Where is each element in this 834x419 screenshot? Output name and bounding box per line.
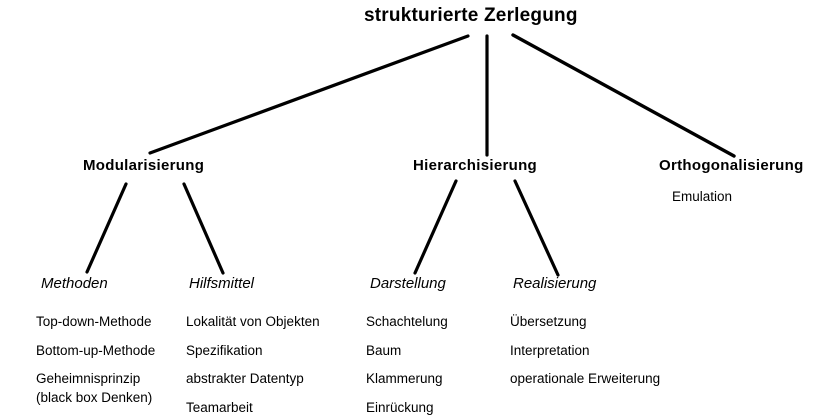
node-orthogonalisierung: Orthogonalisierung (659, 157, 804, 174)
node-darstellung: Darstellung (370, 275, 446, 292)
list-item: Schachtelung (366, 314, 448, 329)
list-item: abstrakter Datentyp (186, 371, 304, 386)
node-realisierung: Realisierung (513, 275, 597, 292)
list-item: Einrückung (366, 399, 434, 415)
connector-modularisierung-to-hilfsmittel (182, 182, 225, 275)
list-item: Übersetzung (510, 314, 587, 329)
leaf-column-darstellung: Schachtelung Baum Klammerung Einrückung (366, 315, 448, 419)
list-item: (black box Denken) (36, 389, 153, 405)
node-emulation: Emulation (672, 189, 733, 204)
connector-root-to-orthogonalisierung (511, 33, 736, 158)
leaf-column-methoden: Top-down-Methode Bottom-up-Methode Gehei… (36, 315, 155, 419)
connector-modularisierung-to-methoden (85, 182, 128, 274)
list-item: Teamarbeit (186, 399, 253, 415)
list-item: Baum (366, 342, 402, 358)
list-item: Interpretation (510, 342, 590, 358)
list-item: Spezifikation (186, 342, 263, 358)
list-item: Geheimnisprinzip (36, 371, 141, 386)
connector-hierarchisierung-to-realisierung (513, 179, 560, 277)
node-hilfsmittel: Hilfsmittel (189, 275, 255, 292)
node-modularisierung: Modularisierung (83, 157, 205, 174)
list-item: Top-down-Methode (36, 314, 152, 329)
node-root-strukturierte-zerlegung: strukturierte Zerlegung (364, 5, 578, 26)
leaf-column-realisierung: Übersetzung Interpretation operationale … (510, 315, 660, 401)
node-hierarchisierung: Hierarchisierung (413, 157, 538, 174)
connector-root-to-modularisierung (148, 34, 470, 155)
node-methoden: Methoden (41, 275, 108, 292)
list-item: Klammerung (366, 371, 443, 386)
leaf-column-hilfsmittel: Lokalität von Objekten Spezifikation abs… (186, 315, 320, 419)
list-item: operationale Erweiterung (510, 371, 661, 386)
list-item: Lokalität von Objekten (186, 314, 320, 329)
connector-hierarchisierung-to-darstellung (413, 179, 458, 275)
list-item: Bottom-up-Methode (36, 342, 156, 358)
